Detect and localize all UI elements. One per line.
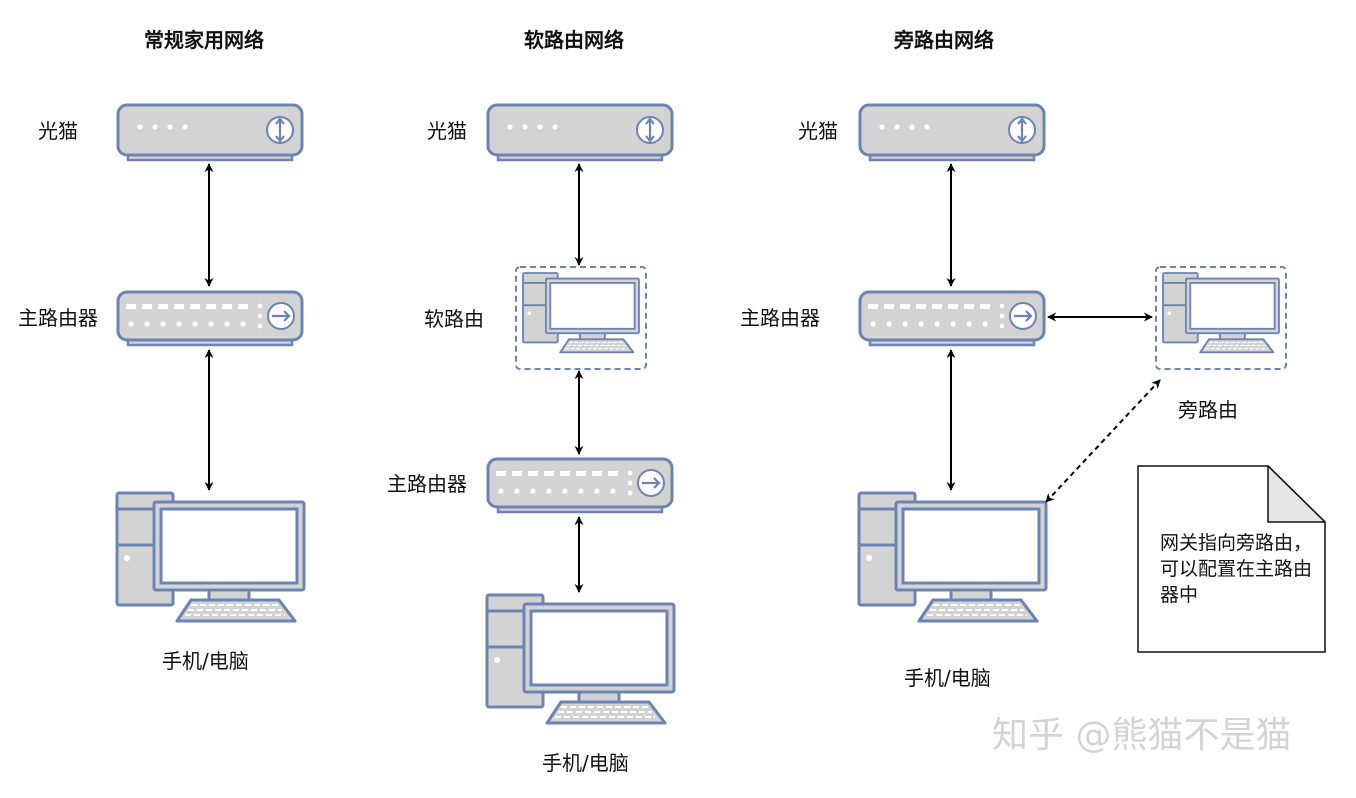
client-label: 手机/电脑 xyxy=(904,666,991,690)
router-device xyxy=(486,457,674,514)
pc-device xyxy=(857,491,1048,623)
client-label: 手机/电脑 xyxy=(162,649,249,673)
router-label: 主路由器 xyxy=(740,306,820,330)
soft-router-label: 软路由 xyxy=(424,307,484,331)
watermark: 知乎 @熊猫不是猫 xyxy=(992,715,1292,756)
soft-router-box xyxy=(515,266,647,370)
router-device xyxy=(116,290,304,347)
bypass-router-pc xyxy=(1162,272,1280,354)
modem-label: 光猫 xyxy=(427,119,467,143)
modem-device xyxy=(858,103,1046,162)
modem-label: 光猫 xyxy=(38,119,78,143)
column-title-bypass-router: 旁路由网络 xyxy=(894,28,994,52)
router-device xyxy=(858,290,1046,347)
modem-device xyxy=(486,103,674,162)
gateway-note-text: 网关指向旁路由，可以配置在主路由器中 xyxy=(1160,532,1313,606)
bypass-router-box xyxy=(1155,266,1287,370)
router-label: 主路由器 xyxy=(387,472,467,496)
modem-device xyxy=(116,103,304,162)
column-title-normal: 常规家用网络 xyxy=(144,28,264,52)
soft-router-pc xyxy=(522,272,640,354)
bypass-router-label: 旁路由 xyxy=(1178,398,1238,422)
modem-label: 光猫 xyxy=(798,119,838,143)
pc-device xyxy=(115,491,306,623)
pc-device xyxy=(485,593,676,725)
column-title-soft-router: 软路由网络 xyxy=(524,28,624,52)
bypass-client-dashed-arrow xyxy=(1045,379,1161,503)
router-label: 主路由器 xyxy=(18,306,98,330)
gateway-note xyxy=(1137,465,1326,653)
client-label: 手机/电脑 xyxy=(542,751,629,775)
